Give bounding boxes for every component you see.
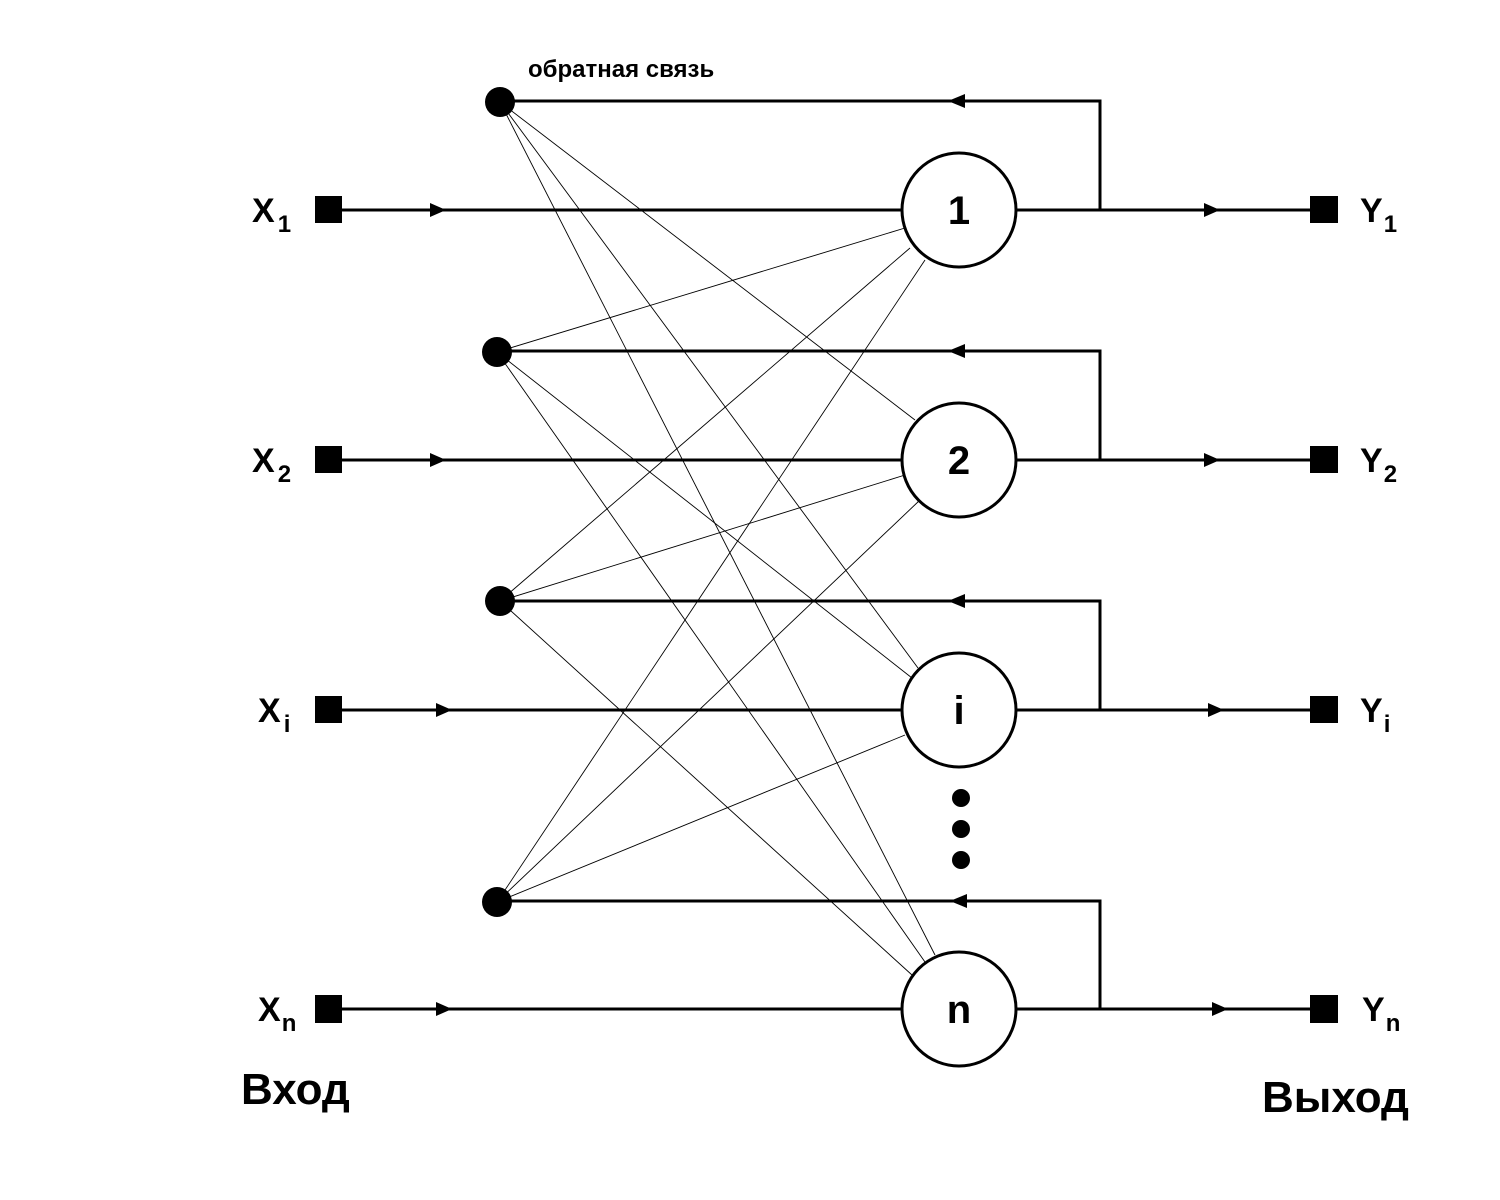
arrow-right-icon (436, 703, 452, 717)
input-terminal (315, 446, 342, 473)
output-label: Y1 (1360, 192, 1397, 238)
feedback-node (485, 87, 515, 117)
input-label-base: X (258, 692, 281, 730)
arrow-left-icon (950, 894, 967, 908)
input-label-subscript: 2 (278, 461, 291, 488)
neuron-label: 1 (948, 189, 970, 233)
feedback-wire (497, 899, 1102, 1009)
output-label-base: Y (1360, 192, 1383, 230)
neuron (900, 401, 1018, 519)
feedback-wire (497, 349, 1102, 460)
arrow-right-icon (1208, 703, 1224, 717)
input-terminal (315, 196, 342, 223)
output-label-base: Y (1360, 692, 1383, 730)
connection-fb2-to-neuron-i (496, 351, 913, 679)
ellipsis-dot (952, 820, 970, 838)
ellipsis-dot (952, 789, 970, 807)
arrow-right-icon (430, 453, 446, 467)
input-label-base: X (252, 442, 275, 480)
feedback-node (482, 887, 512, 917)
input-label-base: X (252, 192, 275, 230)
input-terminal (315, 696, 342, 723)
feedback-node (485, 586, 515, 616)
output-label-base: Y (1360, 442, 1383, 480)
input-label-base: X (258, 991, 281, 1029)
output-caption: Выход (1262, 1073, 1409, 1122)
input-caption: Вход (241, 1065, 350, 1114)
connection-fb2-to-neuron-n (496, 351, 926, 963)
neuron-label: i (953, 689, 964, 733)
output-terminal (1310, 446, 1338, 473)
input-label-subscript: n (282, 1010, 297, 1037)
output-label: Yn (1362, 991, 1400, 1037)
neuron (900, 651, 1018, 769)
neuron-label: 2 (948, 439, 970, 483)
output-label-subscript: 1 (1384, 211, 1397, 238)
arrow-left-icon (948, 344, 965, 358)
connection-fbn-to-neuron-2 (496, 499, 921, 903)
input-label: Xn (258, 991, 296, 1037)
output-label: Y2 (1360, 442, 1397, 488)
output-label-subscript: i (1384, 711, 1391, 738)
ellipsis-dot (952, 851, 970, 869)
connection-fb1-to-neuron-n (499, 101, 936, 956)
connection-fb2-to-neuron-1 (496, 227, 906, 353)
cross-connections (496, 101, 936, 976)
connection-fbi-to-neuron-n (499, 600, 913, 976)
arrow-right-icon (430, 203, 446, 217)
neuron (900, 950, 1018, 1068)
feedback-node (482, 337, 512, 367)
output-terminal (1310, 696, 1338, 723)
arrow-left-icon (948, 594, 965, 608)
connection-fbn-to-neuron-i (496, 734, 906, 903)
arrow-right-icon (436, 1002, 452, 1016)
output-label: Yi (1360, 692, 1390, 738)
arrow-left-icon (948, 94, 965, 108)
connection-fbn-to-neuron-1 (496, 259, 926, 903)
output-label-subscript: 2 (1384, 461, 1397, 488)
connection-fbi-to-neuron-1 (499, 247, 911, 602)
output-terminal (1310, 995, 1338, 1023)
feedback-wire (500, 599, 1102, 710)
arrow-right-icon (1204, 203, 1220, 217)
arrow-right-icon (1204, 453, 1220, 467)
connection-fb1-to-neuron-2 (499, 101, 916, 421)
neuron-label: n (947, 988, 971, 1032)
feedback-wire (500, 99, 1102, 210)
arrow-right-icon (1212, 1002, 1228, 1016)
output-label-subscript: n (1386, 1010, 1401, 1037)
input-label-subscript: i (284, 711, 291, 738)
connection-fbi-to-neuron-2 (499, 474, 906, 602)
output-label-base: Y (1362, 991, 1385, 1029)
input-label-subscript: 1 (278, 211, 291, 238)
connection-fb1-to-neuron-i (499, 101, 919, 669)
feedback-label: обратная связь (528, 56, 714, 83)
ellipsis-dots (952, 789, 970, 869)
input-terminal (315, 995, 342, 1023)
row-n: n Xn Yn (258, 887, 1400, 1068)
output-terminal (1310, 196, 1338, 223)
neuron (900, 151, 1018, 269)
